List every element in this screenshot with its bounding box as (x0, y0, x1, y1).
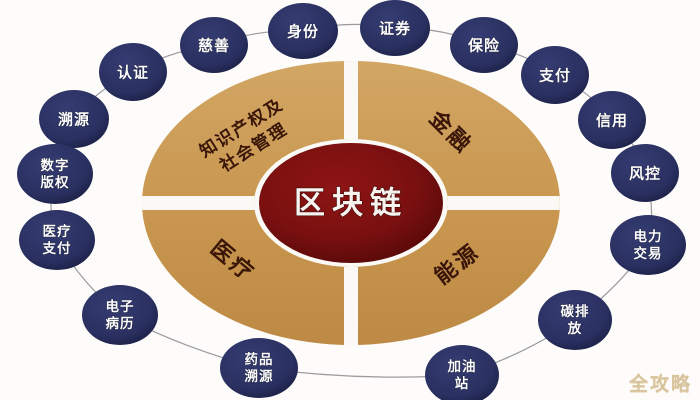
node-ellipse[interactable] (82, 285, 158, 345)
core-ellipse (259, 143, 443, 263)
node-label: 放 (567, 320, 583, 337)
node-label: 碳排 (561, 303, 590, 320)
node-label: 溯源 (58, 111, 90, 129)
node-ellipse[interactable] (425, 345, 499, 400)
node-label: 支付 (538, 67, 571, 85)
node-label: 支付 (42, 240, 72, 257)
node-label: 保险 (467, 37, 500, 55)
node-ellipse[interactable] (610, 215, 686, 275)
application-nodes: 身份证券慈善保险认证支付溯源信用数字版权风控医疗支付电力交易电子病历碳排放药品溯… (17, 0, 686, 400)
node-ellipse[interactable] (99, 43, 167, 101)
node-certification[interactable]: 认证 (99, 43, 167, 101)
node-carbon-emission[interactable]: 碳排放 (538, 290, 612, 350)
node-identity[interactable]: 身份 (268, 3, 338, 59)
node-label: 证券 (379, 20, 411, 38)
node-securities[interactable]: 证券 (360, 0, 430, 56)
node-insurance[interactable]: 保险 (450, 17, 518, 73)
watermark: 全攻略 (628, 373, 692, 395)
node-label: 交易 (634, 245, 663, 262)
node-payment[interactable]: 支付 (521, 46, 589, 104)
node-label: 病历 (106, 315, 135, 332)
node-ellipse[interactable] (39, 90, 109, 148)
node-label: 版权 (41, 174, 70, 191)
node-ellipse[interactable] (521, 46, 589, 104)
node-label: 药品 (245, 351, 274, 368)
node-ellipse[interactable] (220, 338, 298, 398)
node-ellipse[interactable] (360, 0, 430, 56)
node-label: 信用 (596, 112, 628, 130)
node-charity[interactable]: 慈善 (180, 17, 248, 73)
node-label: 站 (455, 375, 470, 392)
node-label: 医疗 (43, 223, 72, 240)
core-label: 区块链 (294, 186, 408, 222)
core-blockchain: 区块链 (259, 143, 443, 263)
node-label: 认证 (117, 64, 149, 82)
node-label: 溯源 (245, 368, 274, 385)
node-ellipse[interactable] (180, 17, 248, 73)
node-risk-control[interactable]: 风控 (611, 144, 679, 202)
node-label: 身份 (287, 23, 319, 41)
node-label: 电子 (106, 298, 135, 315)
node-ellipse[interactable] (19, 210, 95, 270)
node-credit[interactable]: 信用 (578, 91, 646, 149)
node-ellipse[interactable] (578, 91, 646, 149)
node-ellipse[interactable] (17, 144, 93, 204)
node-gas-station[interactable]: 加油站 (425, 345, 499, 400)
node-traceability[interactable]: 溯源 (39, 90, 109, 148)
node-label: 电力 (634, 228, 663, 245)
node-label: 加油 (447, 358, 477, 375)
node-label: 慈善 (198, 37, 230, 55)
node-ellipse[interactable] (450, 17, 518, 73)
node-ellipse[interactable] (538, 290, 612, 350)
node-label: 风控 (629, 165, 661, 183)
node-ellipse[interactable] (268, 3, 338, 59)
node-label: 数字 (41, 157, 70, 174)
node-ellipse[interactable] (611, 144, 679, 202)
